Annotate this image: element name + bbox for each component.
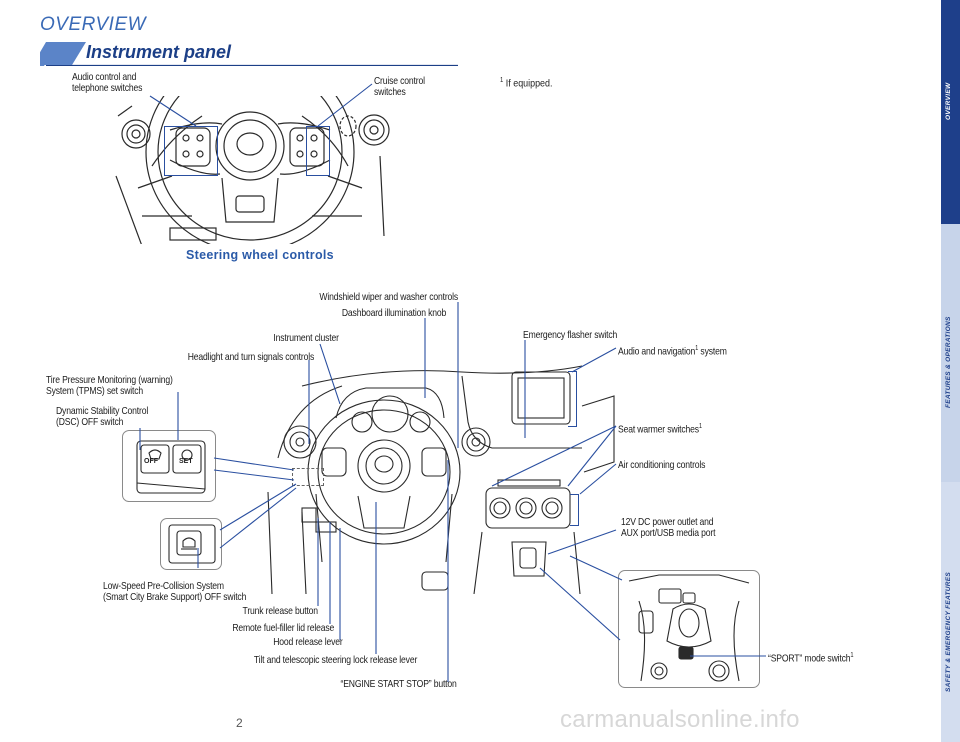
- footnote: 1 If equipped.: [500, 77, 552, 90]
- hood-label: Hood release lever: [273, 636, 343, 648]
- footnote-text: If equipped.: [503, 77, 553, 90]
- tpms-label: Tire Pressure Monitoring (warning) Syste…: [46, 374, 173, 397]
- audio-nav-suffix: system: [698, 345, 727, 358]
- audio-switch-highlight: [164, 126, 218, 176]
- console-highlight: [570, 494, 579, 526]
- tilt-label: Tilt and telescopic steering lock releas…: [253, 654, 417, 666]
- flasher-label: Emergency flasher switch: [523, 329, 618, 341]
- dsc-tpms-drawing: [136, 440, 206, 494]
- page-number: 2: [236, 716, 243, 730]
- cruise-control-label: Cruise control switches: [374, 75, 425, 98]
- tab-safety-label: SAFETY & EMERGENCY FEATURES: [945, 571, 952, 692]
- audio-nav-text: Audio and navigation: [618, 345, 696, 358]
- tab-features-label: FEATURES & OPERATIONS: [945, 316, 952, 408]
- dsc-tpms-inset: OFF SET: [122, 430, 216, 502]
- cluster-label: Instrument cluster: [273, 332, 340, 344]
- fuel-label: Remote fuel-filler lid release: [232, 622, 334, 634]
- tab-overview-label: OVERVIEW: [945, 82, 952, 120]
- headlight-label: Headlight and turn signals controls: [187, 351, 315, 363]
- seat-warmer-text: Seat warmer switches: [618, 423, 699, 436]
- cruise-switch-highlight: [306, 126, 330, 176]
- audio-nav-label: Audio and navigation1 system: [618, 343, 727, 358]
- footnote-marker: 1: [500, 77, 504, 84]
- seat-warmer-label: Seat warmer switches1: [618, 421, 702, 436]
- sport-text: “SPORT” mode switch: [768, 652, 851, 665]
- title-bar: [40, 42, 458, 66]
- left-switch-highlight: [292, 468, 324, 486]
- wiper-label: Windshield wiper and washer controls: [319, 291, 458, 303]
- steering-wheel-illustration: [115, 96, 390, 244]
- trunk-label: Trunk release button: [242, 605, 319, 617]
- section-title: OVERVIEW: [40, 14, 147, 35]
- page-title: Instrument panel: [86, 42, 232, 62]
- audio-control-label: Audio control and telephone switches: [72, 71, 143, 94]
- start-button-label: “ENGINE START STOP” button: [340, 678, 457, 690]
- scbs-drawing: [168, 524, 216, 564]
- sport-mode-drawing: [628, 574, 750, 682]
- audio-nav-sup: 1: [695, 345, 699, 352]
- sport-mode-inset: [618, 570, 760, 688]
- seat-warmer-sup: 1: [698, 423, 702, 430]
- tab-safety[interactable]: SAFETY & EMERGENCY FEATURES: [941, 482, 960, 742]
- scbs-inset: [160, 518, 222, 570]
- steering-caption: Steering wheel controls: [186, 248, 334, 262]
- scbs-label: Low-Speed Pre-Collision System (Smart Ci…: [103, 580, 247, 603]
- tab-overview[interactable]: OVERVIEW: [941, 0, 960, 224]
- sport-label: “SPORT” mode switch1: [768, 650, 854, 665]
- dash-knob-label: Dashboard illumination knob: [341, 307, 446, 319]
- aircon-label: Air conditioning controls: [618, 459, 706, 471]
- watermark: carmanualsonline.info: [560, 706, 800, 733]
- tab-features[interactable]: FEATURES & OPERATIONS: [941, 228, 960, 478]
- dsc-label: Dynamic Stability Control (DSC) OFF swit…: [56, 405, 149, 428]
- tpms-set-text: SET: [179, 458, 193, 465]
- dsc-off-text: OFF: [144, 458, 158, 465]
- sport-sup: 1: [850, 652, 854, 659]
- dashboard-illustration: [267, 365, 615, 594]
- dc-outlet-label: 12V DC power outlet and AUX port/USB med…: [621, 516, 716, 539]
